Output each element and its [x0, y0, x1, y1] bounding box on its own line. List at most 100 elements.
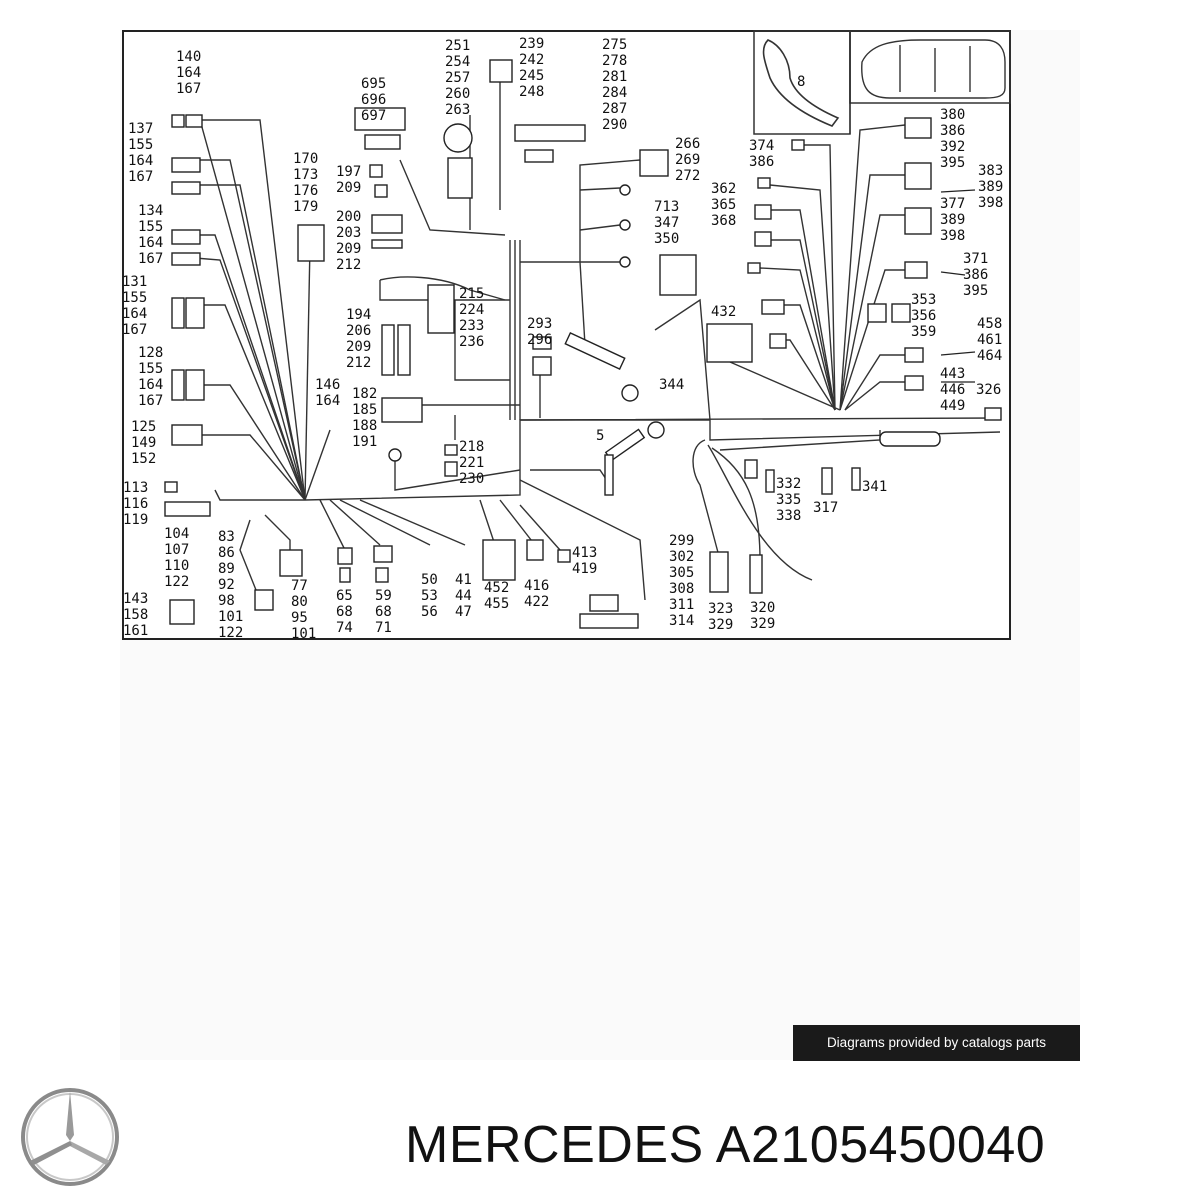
callout-label: 326 — [976, 382, 1002, 398]
callout-label: 695 696 697 — [361, 76, 387, 124]
callout-label: 344 — [659, 377, 685, 393]
callout-label: 146 164 — [315, 377, 341, 409]
callout-label: 8 — [797, 74, 806, 90]
callout-label: 134 155 164 167 — [138, 203, 164, 267]
callout-label: 239 242 245 248 — [519, 36, 545, 100]
connector-170 — [297, 224, 325, 262]
connector-137 — [171, 157, 201, 173]
callout-label: 432 — [711, 304, 737, 320]
connector-218 — [444, 444, 458, 456]
connector-131 — [171, 297, 185, 329]
callout-label: 458 461 464 — [977, 316, 1003, 364]
callout-label: 77 80 95 101 — [291, 578, 317, 642]
connector-374 — [791, 139, 805, 151]
connector-383 — [904, 162, 932, 190]
connector-452 — [482, 539, 516, 581]
connector-293 — [532, 336, 552, 350]
callout-label: 251 254 257 260 263 — [445, 38, 471, 118]
ground-eye — [388, 448, 402, 462]
connector-380 — [904, 117, 932, 139]
vehicle-inset-box — [849, 30, 1011, 104]
connector-113 — [164, 481, 178, 493]
connector-197 — [369, 164, 383, 178]
left-harness-fan — [199, 119, 306, 501]
connector-200 — [371, 214, 403, 234]
callout-label: 200 203 209 212 — [336, 209, 362, 273]
connector-239 — [489, 59, 513, 83]
callout-label: 104 107 110 122 — [164, 526, 190, 590]
callout-label: 197 209 — [336, 164, 362, 196]
connector-320 — [749, 554, 763, 594]
part-number-title: MERCEDES A2105450040 — [405, 1116, 1046, 1174]
callout-label: 353 356 359 — [911, 292, 937, 340]
callout-label: 65 68 74 — [336, 588, 353, 636]
connector-443 — [904, 375, 924, 391]
callout-label: 5 — [596, 428, 605, 444]
callout-label: 377 389 398 — [940, 196, 966, 244]
connector-371 — [904, 261, 928, 279]
bracket-344 — [564, 331, 626, 371]
callout-label: 59 68 71 — [375, 588, 392, 636]
callout-label: 143 158 161 — [123, 591, 149, 639]
connector-362 — [757, 177, 771, 189]
callout-label: 443 446 449 — [940, 366, 966, 414]
callout-label: 41 44 47 — [455, 572, 472, 620]
callout-label: 266 269 272 — [675, 136, 701, 184]
callout-label: 299 302 305 308 311 314 — [669, 533, 695, 629]
connector-143 — [169, 599, 195, 625]
connector-341 — [851, 467, 861, 491]
callout-label: 317 — [813, 500, 839, 516]
callout-label: 380 386 392 395 — [940, 107, 966, 171]
callout-label: 293 296 — [527, 316, 553, 348]
callout-label: 323 329 — [708, 601, 734, 633]
connector-140 — [171, 114, 185, 128]
main-harness-trunk — [304, 417, 1001, 501]
callout-label: 332 335 338 — [776, 476, 802, 524]
connector-215 — [427, 284, 455, 334]
callout-label: 170 173 176 179 — [293, 151, 319, 215]
bracket-713 — [659, 254, 697, 296]
connector-182 — [381, 397, 423, 423]
connector-299 — [709, 551, 729, 593]
grommet-251 — [443, 123, 473, 153]
relay-266 — [639, 149, 669, 177]
callout-label: 371 386 395 — [963, 251, 989, 299]
callout-label: 383 389 398 — [978, 163, 1004, 211]
connector-65 — [337, 547, 353, 565]
connector-275 — [514, 124, 586, 142]
callout-label: 215 224 233 236 — [459, 286, 485, 350]
connector-458 — [904, 347, 924, 363]
fuse-block-432 — [706, 323, 753, 363]
connector-299b — [589, 594, 619, 612]
callout-label: 341 — [862, 479, 888, 495]
vehicle-outline — [861, 39, 1006, 99]
callout-label: 182 185 188 191 — [352, 386, 378, 450]
connector-416 — [526, 539, 544, 561]
callout-label: 218 221 230 — [459, 439, 485, 487]
connector-77 — [279, 549, 303, 577]
connector-59 — [373, 545, 393, 563]
callout-label: 374 386 — [749, 138, 775, 170]
diagram-credit-badge: Diagrams provided by catalogs parts — [793, 1025, 1080, 1061]
callout-label: 113 116 119 — [123, 480, 149, 528]
callout-label: 362 365 368 — [711, 181, 737, 229]
callout-label: 131 155 164 167 — [122, 274, 148, 338]
connector-332 — [744, 459, 758, 479]
callout-label: 275 278 281 284 287 290 — [602, 37, 628, 133]
connector-83 — [254, 589, 274, 611]
callout-label: 452 455 — [484, 580, 510, 612]
callout-label: 413 419 — [572, 545, 598, 577]
connector-134 — [171, 229, 201, 245]
callout-label: 125 149 152 — [131, 419, 157, 467]
callout-label: 194 206 209 212 — [346, 307, 372, 371]
connector-317 — [821, 467, 833, 495]
callout-label: 83 86 89 92 98 101 122 — [218, 529, 244, 641]
connector-353 — [867, 303, 887, 323]
callout-label: 713 347 350 — [654, 199, 680, 247]
connector-194 — [381, 324, 395, 376]
three-pointed-star-logo-icon — [21, 1088, 119, 1186]
callout-label: 320 329 — [750, 600, 776, 632]
connector-413 — [557, 549, 571, 563]
